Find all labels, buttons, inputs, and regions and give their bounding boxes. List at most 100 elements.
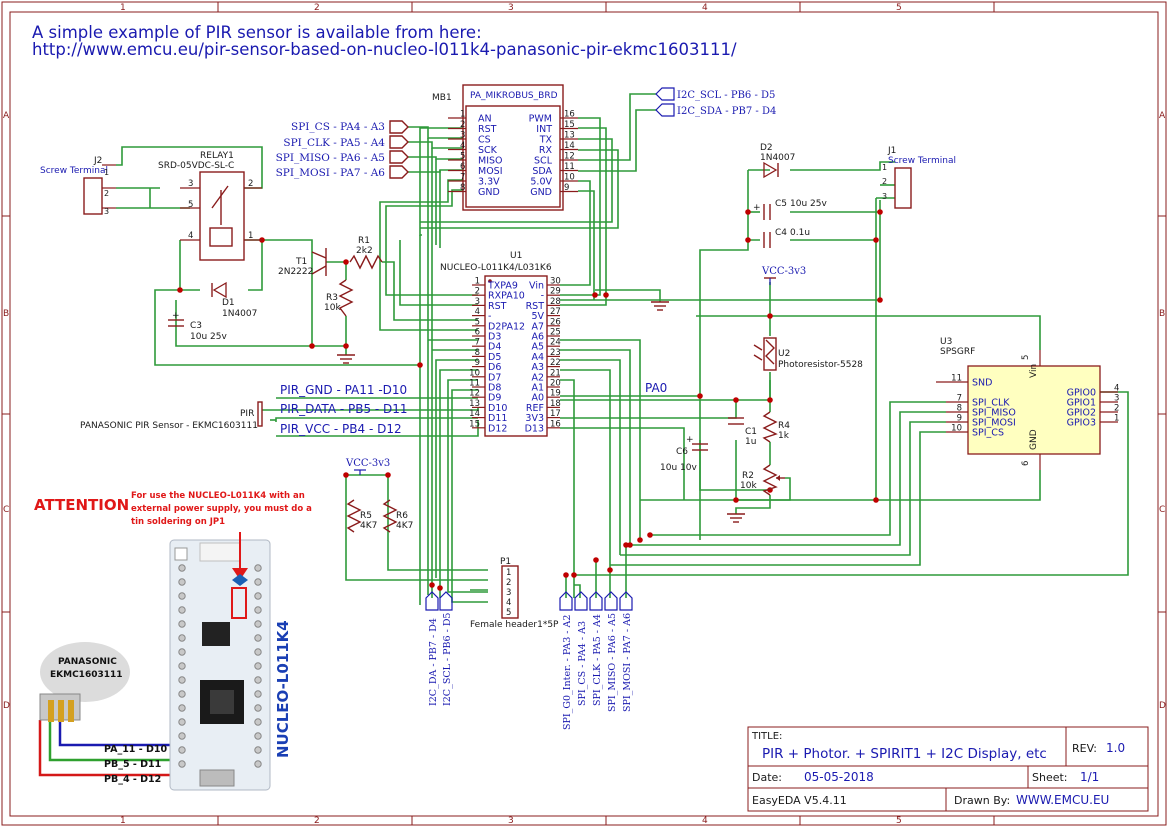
u1-left-pin-number: 15 — [469, 419, 480, 429]
sheet-value: 1/1 — [1080, 770, 1099, 784]
c4-capacitor: C4 0.1u — [763, 228, 810, 248]
u3-right-pin-name: GPIO2 — [1067, 408, 1096, 419]
u1-right-pin-name: Vin — [529, 281, 544, 292]
mb1-left-pin-name: MOSI — [478, 166, 503, 177]
svg-text:1: 1 — [506, 568, 511, 578]
mb1-right-pin-name: SCL — [534, 156, 553, 167]
u1-ref: U1 — [510, 251, 522, 261]
svg-text:D2: D2 — [760, 143, 773, 153]
u1-right-pin-number: 20 — [550, 379, 561, 389]
svg-text:3: 3 — [506, 588, 511, 598]
d1-diode: D1 1N4007 — [211, 281, 257, 319]
svg-text:Vin: Vin — [1029, 364, 1039, 378]
svg-text:3: 3 — [188, 179, 193, 189]
grid-row-a-r: A — [1159, 111, 1166, 121]
u1-left-pin-number: 9 — [475, 358, 480, 368]
u1-right-pin-number: 18 — [550, 399, 561, 409]
mb1-left-pin-number: 8 — [460, 183, 465, 193]
mb1-right-pin-number: 12 — [564, 152, 575, 162]
u1-right-pin-name: A4 — [531, 352, 544, 363]
u1-left-pin-name: D7 — [488, 372, 501, 383]
svg-text:VCC-3v3: VCC-3v3 — [345, 458, 390, 469]
svg-text:10u 10v: 10u 10v — [660, 463, 697, 473]
pir-name: PANASONIC PIR Sensor - EKMC1603111 — [80, 421, 258, 431]
mb1-left-pin-3: 3 CS — [448, 131, 491, 146]
grid-row-c-r: C — [1159, 505, 1165, 515]
u3-left-pin-number: 9 — [957, 414, 962, 424]
grid-col-1: 1 — [120, 3, 126, 13]
attention-note-3: tin soldering on JP1 — [131, 517, 225, 527]
u1-right-pins: 30Vin29-28RST275V26A725A624A523A422A321A… — [525, 277, 561, 435]
svg-text:5: 5 — [506, 608, 511, 618]
svg-text:PANASONIC: PANASONIC — [58, 657, 117, 667]
u3-left-pin-number: 10 — [951, 424, 962, 434]
svg-text:Photoresistor-5528: Photoresistor-5528 — [778, 360, 863, 370]
board-label: NUCLEO-L011K4 — [274, 620, 292, 758]
svg-text:SPI_CLK - PA5 - A4: SPI_CLK - PA5 - A4 — [283, 137, 385, 149]
svg-text:1u: 1u — [745, 437, 756, 447]
svg-text:Screw Terminal: Screw Terminal — [888, 156, 956, 166]
mb1-i2c-net-flags: I2C_SCL - PB6 - D5 I2C_SDA - PB7 - D4 — [655, 87, 776, 117]
drawn-label: Drawn By: — [954, 794, 1010, 807]
u1-right-pin-number: 30 — [550, 277, 561, 287]
mb1-left-pin-number: 3 — [460, 131, 465, 141]
mb1-right-pin-number: 13 — [564, 131, 575, 141]
u1-right-pin-number: 26 — [550, 317, 561, 327]
grid-col-4: 4 — [702, 3, 708, 13]
svg-text:10u 25v: 10u 25v — [190, 332, 227, 342]
grid-col-3: 3 — [508, 3, 514, 13]
u1-right-pin-number: 22 — [550, 358, 561, 368]
pir-net-gnd: PIR_GND - PA11 -D10 — [280, 383, 407, 397]
grid-col-2: 2 — [314, 3, 320, 13]
relay-name: SRD-05VDC-SL-C — [158, 161, 234, 171]
u1-left-pin-number: 8 — [475, 348, 480, 358]
grid-row-c: C — [3, 505, 9, 515]
junction-dots — [177, 209, 883, 591]
grid-row-d: D — [3, 701, 10, 711]
svg-text:2: 2 — [104, 189, 109, 198]
mb1-right-pin-name: TX — [539, 135, 553, 146]
u1-left-pin-number: 11 — [469, 379, 480, 389]
u1-right-pin-number: 23 — [550, 348, 561, 358]
u1-left-pin-name: D8 — [488, 383, 501, 394]
title-value: PIR + Photor. + SPIRIT1 + I2C Display, e… — [762, 746, 1047, 762]
u1-left-pin-number: 3 — [475, 297, 480, 307]
grid-labels: 1 2 3 4 5 1 2 3 4 5 A B C D A B C D — [3, 3, 1166, 826]
u1-left-pin-number: 14 — [469, 409, 480, 419]
r6-resistor: R6 4K7 — [382, 499, 413, 533]
banner-url-link[interactable]: http://www.emcu.eu/pir-sensor-based-on-n… — [32, 40, 737, 59]
mb1-spi-net-flags: SPI_CS - PA4 - A3 SPI_CLK - PA5 - A4 SPI… — [276, 120, 409, 179]
u3-left-pin-name: SPI_MOSI — [972, 418, 1016, 429]
wire-label-pa11: PA_11 - D10 — [104, 744, 167, 755]
u3-left-pin-name: SPI_MISO — [972, 408, 1016, 419]
svg-text:EKMC1603111: EKMC1603111 — [50, 670, 123, 680]
vcc-symbol-1: VCC-3v3 — [761, 266, 806, 285]
mb1-right-pin-name: SDA — [532, 166, 552, 177]
c1-capacitor: C1 1u — [728, 417, 757, 447]
svg-text:SPI_MOSI - PA7 - A6: SPI_MOSI - PA7 - A6 — [276, 167, 386, 179]
grid-col-5: 5 — [896, 3, 902, 13]
svg-text:+: + — [753, 203, 761, 213]
mb1-left-pin-name: CS — [478, 135, 491, 146]
net-i2c-scl: I2C_SCL - PB6 - D5 — [442, 613, 453, 706]
svg-text:C3: C3 — [190, 321, 202, 331]
